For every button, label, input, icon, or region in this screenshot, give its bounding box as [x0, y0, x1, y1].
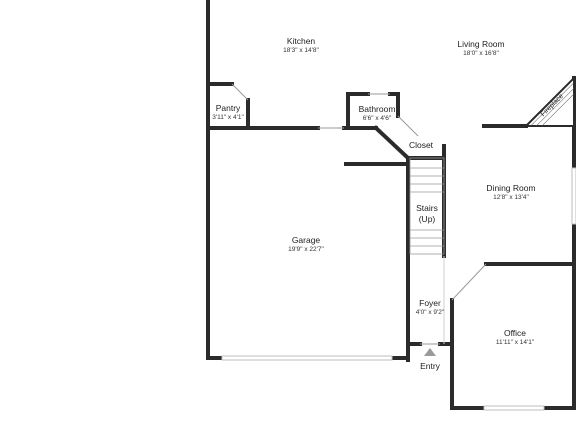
stairs-note: (Up) [418, 213, 436, 224]
thin-walls [231, 83, 487, 345]
pantry-door [231, 83, 249, 101]
kitchen-dims: 18'3" x 14'8" [283, 46, 319, 54]
office-window [483, 405, 545, 411]
office-door [451, 263, 487, 301]
stairs-outline [409, 157, 445, 255]
garage-dims: 19'9" x 22'7" [288, 245, 324, 253]
foyer-name: Foyer [419, 298, 441, 308]
stairs-label: Stairs (Up) [416, 203, 438, 224]
closet-diagonal-wall [373, 125, 411, 161]
stairs [409, 157, 445, 255]
garage-door [221, 355, 393, 361]
entry-label: Entry [420, 361, 440, 372]
living-room-label: Living Room 18'0" x 16'8" [457, 39, 504, 58]
kitchen-name: Kitchen [286, 36, 316, 46]
foyer-label: Foyer 4'0" x 9'2" [416, 298, 444, 317]
closet-door [397, 115, 419, 137]
walls [206, 0, 576, 410]
pantry-label: Pantry 3'11" x 4'1" [212, 103, 244, 122]
dining-room-label: Dining Room 12'8" x 13'4" [486, 183, 535, 202]
kitchen-label: Kitchen 18'3" x 14'8" [283, 36, 319, 55]
pantry-dims: 3'11" x 4'1" [212, 113, 244, 121]
living-room-name: Living Room [457, 39, 505, 49]
garage-label: Garage 19'9" x 22'7" [288, 235, 324, 254]
foyer-dims: 4'0" x 9'2" [415, 308, 445, 316]
windows [221, 167, 576, 411]
dining-room-name: Dining Room [486, 183, 536, 193]
pantry-name: Pantry [215, 103, 241, 113]
stairs-name: Stairs [416, 203, 438, 213]
bathroom-dims: 6'6" x 4'6" [362, 114, 392, 122]
fireplace [523, 75, 575, 127]
garage-name: Garage [291, 235, 321, 245]
office-dims: 11'11" x 14'1" [495, 338, 535, 346]
bathroom-name: Bathroom [358, 104, 396, 114]
closet-label: Closet [409, 140, 433, 151]
entry-text: Entry [420, 361, 440, 371]
living-room-dims: 18'0" x 16'8" [463, 49, 499, 57]
dining-window [571, 167, 576, 225]
office-name: Office [503, 328, 527, 338]
office-label: Office 11'11" x 14'1" [496, 328, 534, 347]
entry-arrow-icon [424, 348, 436, 356]
dining-room-dims: 12'8" x 13'4" [493, 193, 529, 201]
bathroom-label: Bathroom 6'6" x 4'6" [359, 104, 396, 123]
closet-name: Closet [408, 140, 434, 150]
